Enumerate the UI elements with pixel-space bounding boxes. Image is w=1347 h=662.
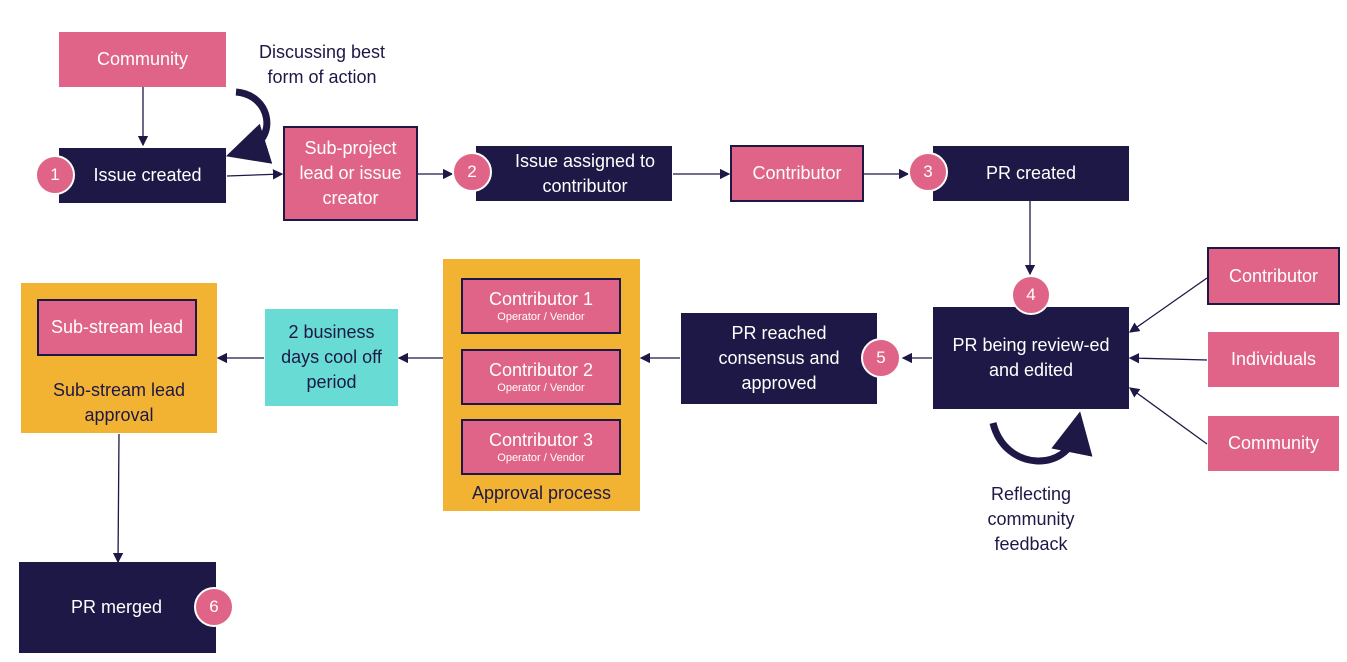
arrow-contributor-right-to-review <box>1128 277 1208 333</box>
step-badge-3: 3 <box>908 152 948 192</box>
sub-project-lead-node: Sub-project lead or issue creator <box>283 126 418 221</box>
contributor-2-name: Contributor 2 <box>488 359 594 380</box>
pr-review-node: PR being review-ed and edited <box>933 307 1129 409</box>
sub-stream-approval-label: Sub-stream lead approval <box>52 380 186 425</box>
curved-arrow-reflecting <box>989 411 1093 465</box>
reflecting-note: Reflecting community feedback <box>987 484 1075 554</box>
arrow-issue-to-subproject <box>226 169 284 180</box>
step-badge-6: 6 <box>194 587 234 627</box>
community-top-node: Community <box>59 32 226 87</box>
pr-created-node: PR created <box>933 146 1129 201</box>
contributor-1-name: Contributor 1 <box>488 288 594 309</box>
contributor-top-node: Contributor <box>730 145 864 202</box>
discussing-note: Discussing best form of action <box>258 42 386 87</box>
contributor-3-node: Contributor 3 Operator / Vendor <box>461 419 621 475</box>
community-right-node: Community <box>1208 416 1339 471</box>
arrow-individuals-to-review <box>1128 353 1208 364</box>
step-badge-1: 1 <box>35 155 75 195</box>
contributor-2-node: Contributor 2 Operator / Vendor <box>461 349 621 405</box>
pr-consensus-node: PR reached consensus and approved <box>681 313 877 404</box>
sub-stream-lead-node: Sub-stream lead <box>37 299 197 356</box>
issue-assigned-node: Issue assigned to contributor <box>476 146 672 201</box>
contributor-1-role: Operator / Vendor <box>497 310 585 323</box>
contributor-2-role: Operator / Vendor <box>497 381 585 394</box>
issue-created-node: Issue created <box>59 148 226 203</box>
step-badge-2: 2 <box>452 152 492 192</box>
contributor-3-name: Contributor 3 <box>488 429 594 450</box>
approval-process-label: Approval process <box>471 483 612 503</box>
contributor-right-node: Contributor <box>1207 247 1340 305</box>
contributor-3-role: Operator / Vendor <box>497 451 585 464</box>
individuals-node: Individuals <box>1208 332 1339 387</box>
step-badge-5: 5 <box>861 338 901 378</box>
arrow-community-right-to-review <box>1128 387 1208 445</box>
step-badge-4: 4 <box>1011 275 1051 315</box>
curved-arrow-discussing <box>225 88 273 164</box>
cool-off-node: 2 business days cool off period <box>265 309 398 406</box>
pr-merged-node: PR merged <box>19 562 216 653</box>
arrow-substream-to-merged <box>112 433 124 564</box>
contributor-1-node: Contributor 1 Operator / Vendor <box>461 278 621 334</box>
